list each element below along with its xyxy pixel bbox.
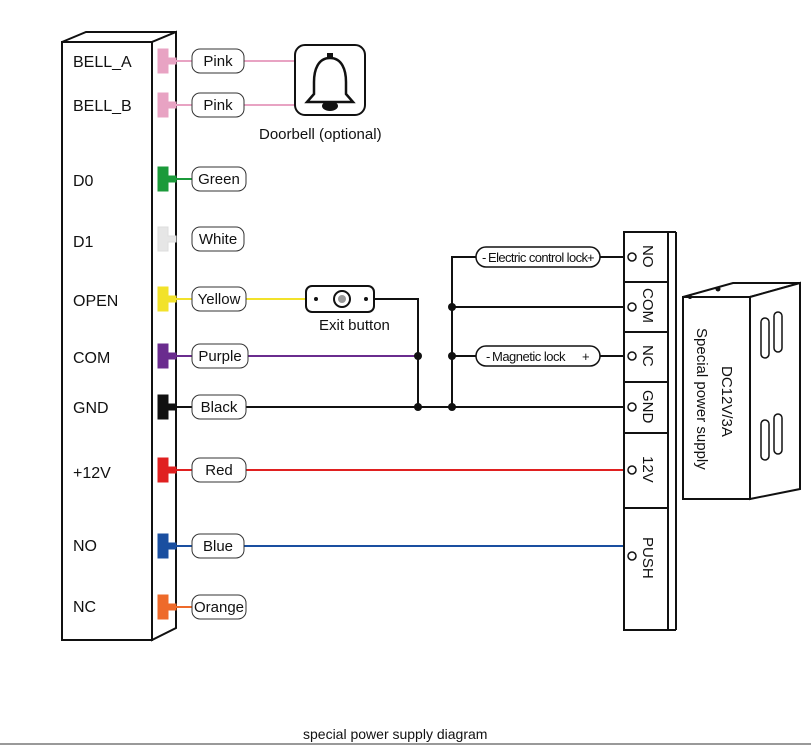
connector-d1 (157, 226, 177, 252)
power-supply-box: DC12V/3A Special power supply (682, 281, 801, 501)
connector-no (157, 533, 177, 559)
electric-lock-minus: - (482, 250, 486, 265)
electric-control-lock: - Electric control lock + (475, 246, 601, 268)
terminal-label-12v: +12V (73, 465, 111, 482)
terminal-label-bell-b: BELL_B (73, 98, 132, 115)
doorbell-label: Doorbell (optional) (259, 126, 382, 143)
wire-connectors (157, 48, 177, 620)
wire-color-name: White (199, 231, 237, 248)
psu-screw-icons (627, 252, 637, 561)
connector-d0 (157, 166, 177, 192)
connector-bellb (157, 92, 177, 118)
connector-gnd (157, 394, 177, 420)
junction-dots (414, 303, 456, 411)
wire-color-name: Yellow (198, 291, 241, 308)
wire-label-com: Purple (191, 343, 249, 369)
connector-com (157, 343, 177, 369)
psu-terminal-no: NO (639, 245, 656, 268)
magnetic-lock-label: Magnetic lock (492, 349, 566, 364)
terminal-label-no: NO (73, 538, 97, 555)
wire-color-name: Pink (203, 97, 233, 114)
psu-rating: DC12V/3A (718, 366, 735, 437)
magnetic-lock-plus: + (582, 349, 590, 364)
psu-terminal-gnd: GND (639, 390, 656, 424)
doorbell: Doorbell (optional) (259, 44, 382, 143)
connector-bella (157, 48, 177, 74)
push-button-icon (314, 290, 368, 308)
wire-color-name: Orange (194, 599, 244, 616)
connector-12v (157, 457, 177, 483)
psu-terminal-nc: NC (639, 345, 656, 367)
wire-label-12v: Red (191, 457, 247, 483)
terminal-label-nc: NC (73, 599, 96, 616)
terminal-label-com: COM (73, 350, 110, 367)
wire-label-gnd: Black (191, 394, 247, 420)
wire-label-bellb: Pink (191, 92, 245, 118)
exit-button: Exit button (305, 285, 390, 334)
wire-label-d1: White (191, 226, 245, 252)
wire-label-no: Blue (191, 533, 245, 559)
psu-terminal-com: COM (639, 288, 656, 323)
wire-electric-lock-left (451, 256, 478, 407)
electric-lock-plus: + (587, 250, 595, 265)
wire-color-name: Red (205, 462, 233, 479)
wire-color-name: Blue (203, 538, 233, 555)
connector-open (157, 286, 177, 312)
terminal-label-open: OPEN (73, 293, 118, 310)
psu-terminal-labels: NO COM NC GND 12V PUSH (639, 245, 656, 579)
psu-terminal-strip (623, 231, 677, 631)
terminal-label-gnd: GND (73, 400, 109, 417)
wire-color-name: Black (201, 399, 238, 416)
psu-terminal-push: PUSH (639, 537, 656, 579)
terminal-label-d0: D0 (73, 173, 94, 190)
diagram-caption: special power supply diagram (303, 726, 487, 742)
magnetic-lock-minus: - (486, 349, 490, 364)
controller-terminal-labels: BELL_A BELL_B D0 D1 OPEN COM GND +12V NO… (73, 54, 132, 616)
wire-color-name: Pink (203, 53, 233, 70)
wire-color-name: Purple (198, 348, 241, 365)
wire-exit-out (372, 298, 419, 407)
wire-color-name: Green (198, 171, 240, 188)
wire-label-open: Yellow (191, 286, 247, 312)
exit-button-label: Exit button (319, 317, 390, 334)
psu-terminal-12v: 12V (639, 456, 656, 483)
wire-label-bella: Pink (191, 48, 245, 74)
electric-lock-label: Electric control lock (488, 250, 588, 265)
magnetic-lock: - Magnetic lock + (475, 345, 601, 367)
bell-icon (304, 53, 356, 111)
wire-label-nc: Orange (191, 594, 247, 620)
wire-label-d0: Green (191, 166, 247, 192)
terminal-label-bell-a: BELL_A (73, 54, 132, 71)
terminal-label-d1: D1 (73, 234, 94, 251)
psu-title: Special power supply (693, 328, 710, 470)
wire-color-labels: PinkPinkGreenWhiteYellowPurpleBlackRedBl… (191, 48, 249, 620)
connector-nc (157, 594, 177, 620)
wires (176, 60, 630, 608)
